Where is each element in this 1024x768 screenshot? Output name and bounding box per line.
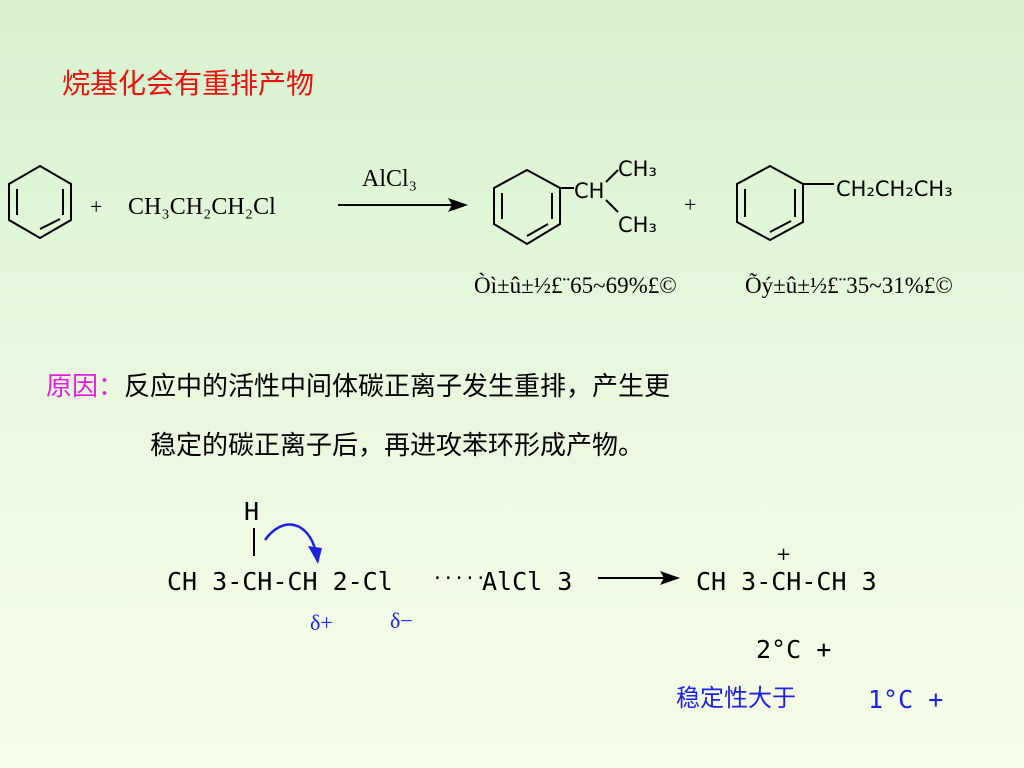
product2-yield: Õý±û±½£¨35~31%£© [745,272,953,298]
mech-arrow [598,571,680,585]
slide-title: 烷基化会有重排产物 [62,67,315,100]
reagent-formula: CH₃CH₂CH₂Cl [128,194,276,220]
shift-arrow-icon [263,523,318,553]
catalyst-label: AlCl₃ [362,166,417,192]
product2-chain: CH₂CH₂CH₃ [836,177,953,201]
secondary-carbocation: 2°C + [756,635,831,664]
mech-plus: + [776,544,791,565]
benzene-ring-reactant [8,164,72,240]
product1-ch3-bottom: CH₃ [618,213,657,237]
shift-arrowhead-icon [308,546,322,564]
delta-minus: δ− [390,608,413,633]
benzene-ring-product1 [493,168,619,246]
reaction-plus-2: + [684,192,696,217]
reason-label: 原因： [46,372,125,402]
mech-alcl3: AlCl 3 [482,567,572,596]
mech-h: H [244,497,259,526]
reason-line-1: 原因：反应中的活性中间体碳正离子发生重排，产生更 [46,366,670,403]
product1-ch3-top: CH₃ [618,157,657,181]
reason-line-2: 稳定的碳正离子后，再进攻苯环形成产物。 [150,431,645,461]
stability-label: 稳定性大于 [676,684,796,712]
mech-dots: ····· [432,568,486,589]
delta-plus: δ+ [310,610,333,635]
reaction-arrow [338,198,468,212]
benzene-ring-product2 [736,164,834,242]
mech-left: CH 3-CH-CH 2-Cl [167,567,393,596]
reaction-plus-1: + [90,194,102,219]
product1-yield: Òì±û±½£¨65~69%£© [474,272,677,298]
product1-ch: CH [574,179,604,203]
reason-text-1: 反应中的活性中间体碳正离子发生重排，产生更 [124,372,671,402]
primary-carbocation: 1°C + [868,685,943,714]
mech-right: CH 3-CH-CH 3 [696,567,877,596]
